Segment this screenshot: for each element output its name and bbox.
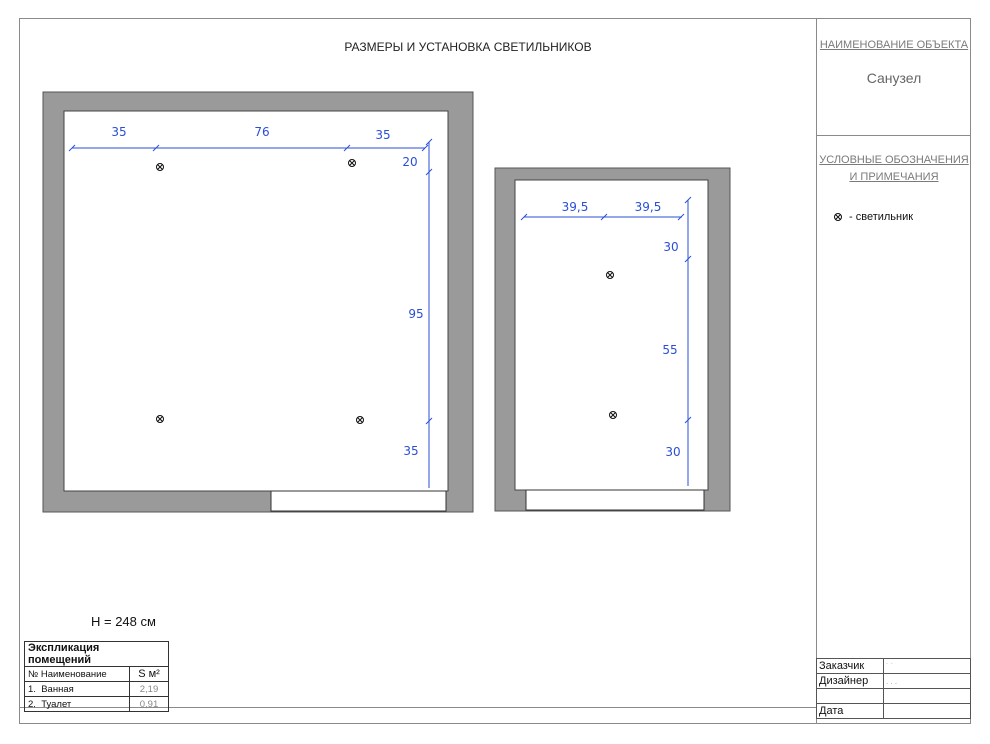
legend-item-label: - светильник	[849, 211, 914, 223]
room-toilet: 39,5 39,5 30 55 30	[494, 167, 731, 512]
bathroom-floor	[63, 110, 449, 492]
dim-label: 39,5	[635, 200, 662, 214]
table-row: 1. Ванная 2,19	[24, 681, 169, 697]
legend-header-line2: И ПРИМЕЧАНИЯ	[849, 171, 939, 183]
toilet-horizontal-dimension	[520, 213, 685, 221]
row-area: 0,91	[129, 696, 169, 712]
legend-lamp-icon	[834, 213, 842, 221]
explication-table: Экспликация помещений № Наименование S м…	[24, 641, 169, 712]
dim-label: 39,5	[562, 200, 589, 214]
dim-label: 35	[403, 444, 418, 458]
lamp-icon	[156, 163, 164, 171]
legend-header-line1: УСЛОВНЫЕ ОБОЗНАЧЕНИЯ	[819, 154, 969, 166]
row-area: 2,19	[129, 681, 169, 697]
room-bathroom: 35 76 35 20 95 35	[42, 91, 474, 513]
lamp-icon	[156, 415, 164, 423]
ceiling-height-note: H = 248 см	[91, 614, 156, 629]
lamp-icon	[606, 271, 614, 279]
title-stamp: Заказчик ˙ ˙ Дизайнер . . . Дата	[816, 658, 971, 719]
column-name-header: № Наименование	[24, 666, 130, 682]
customer-value: ˙ ˙	[883, 658, 971, 674]
column-area-header: S м²	[129, 666, 169, 682]
drawing-title: РАЗМЕРЫ И УСТАНОВКА СВЕТИЛЬНИКОВ	[344, 40, 592, 54]
title-block-sidebar	[816, 18, 971, 724]
toilet-floor	[514, 179, 709, 491]
dim-label: 76	[254, 125, 269, 139]
dim-label: 35	[111, 125, 126, 139]
lamp-icon	[609, 411, 617, 419]
dim-label: 20	[402, 155, 417, 169]
toilet-vertical-dimension	[684, 196, 692, 486]
designer-label: Дизайнер	[816, 673, 884, 689]
explication-header: Экспликация помещений	[24, 641, 169, 667]
dim-label: 30	[663, 240, 678, 254]
row-name: Туалет	[41, 698, 72, 710]
date-value	[883, 703, 971, 719]
bathroom-door	[270, 490, 447, 512]
dim-label: 55	[662, 343, 677, 357]
bathroom-vertical-dimension	[425, 138, 433, 488]
object-name-header: НАИМЕНОВАНИЕ ОБЪЕКТА	[819, 39, 969, 51]
stamp-empty-cell	[816, 688, 884, 704]
table-row: 2. Туалет 0,91	[24, 696, 169, 712]
drawing-frame	[19, 18, 971, 724]
lamp-icon	[348, 159, 356, 167]
dim-label: 95	[408, 307, 423, 321]
stamp-empty-cell	[883, 688, 971, 704]
toilet-door	[525, 489, 705, 511]
dim-label: 30	[665, 445, 680, 459]
designer-value: . . .	[883, 673, 971, 689]
row-name: Ванная	[41, 683, 74, 695]
row-number: 2.	[28, 698, 36, 710]
sidebar-divider	[817, 135, 971, 136]
bathroom-horizontal-dimension	[68, 144, 429, 152]
object-name-value: Санузел	[866, 70, 922, 86]
date-label: Дата	[816, 703, 884, 719]
bottom-border-line	[19, 707, 816, 708]
customer-label: Заказчик	[816, 658, 884, 674]
dim-label: 35	[375, 128, 390, 142]
row-number: 1.	[28, 683, 36, 695]
lamp-icon	[356, 416, 364, 424]
